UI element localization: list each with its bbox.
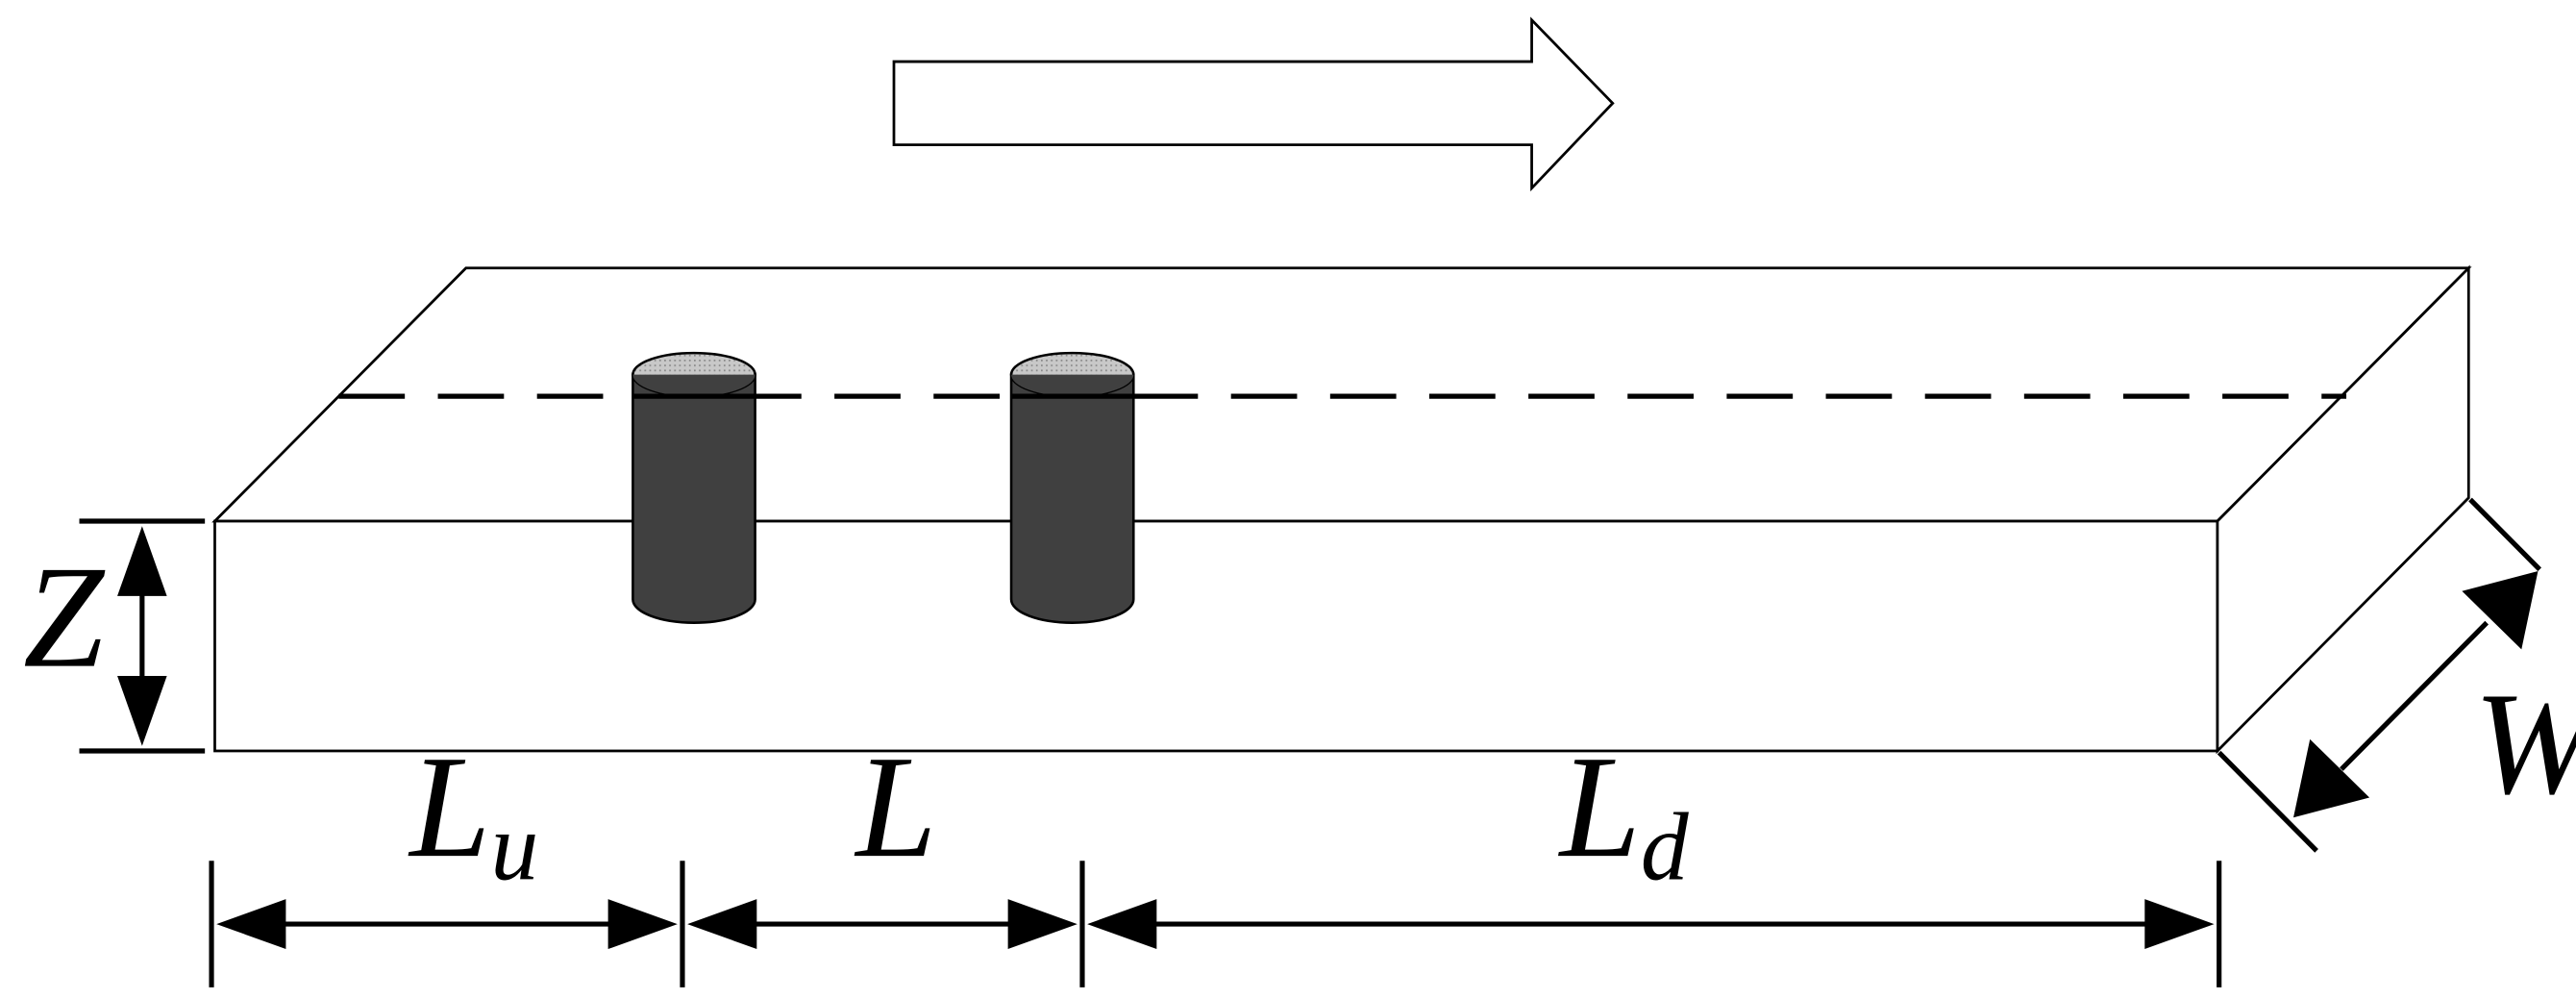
upstream-length-label: Lu: [408, 726, 538, 901]
channel-front-face: [213, 519, 2219, 753]
spacing-length-label: L: [854, 726, 936, 888]
width-dimension: [2217, 497, 2542, 853]
width-label: W: [2473, 662, 2576, 825]
length-dimensions: [209, 861, 2222, 987]
depth-dimension: [79, 518, 206, 754]
downstream-length-label: Ld: [1558, 726, 1690, 901]
cylinder-downstream: [1009, 351, 1135, 624]
cylinder-upstream: [632, 351, 756, 624]
channel-right-face: [2216, 264, 2470, 755]
flow-direction-arrow: [892, 16, 1615, 192]
depth-label: Z: [23, 536, 106, 698]
